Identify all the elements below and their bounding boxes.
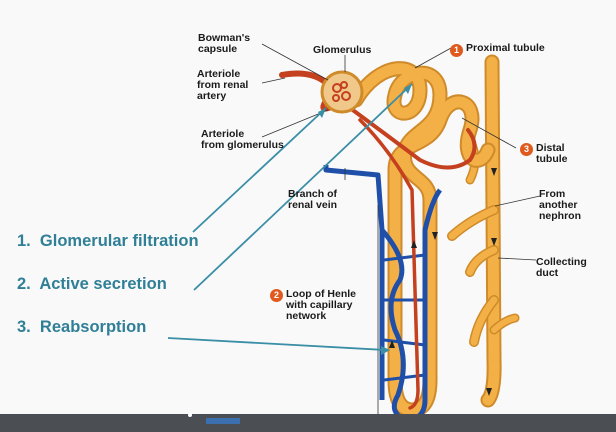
label-renal-vein-branch: Branch of renal vein (288, 188, 338, 211)
label-arteriole-glomerulus: Arteriole from glomerulus (201, 128, 284, 151)
step-pointer-arrowheads (318, 84, 412, 355)
step-active-secretion: 2. Active secretion (17, 275, 167, 293)
label-proximal-tubule: Proximal tubule (466, 42, 545, 54)
label-loop-of-henle: Loop of Henle with capillary network (286, 288, 356, 322)
tubule (348, 61, 496, 418)
step-reabsorption: 3. Reabsorption (17, 318, 147, 336)
badge-proximal: 1 (450, 44, 463, 57)
badge-distal: 3 (520, 143, 533, 156)
step-glomerular-filtration: 1. Glomerular filtration (17, 232, 199, 250)
step-pointer-lines (167, 83, 413, 351)
renal-vein (323, 165, 443, 423)
badge-loop: 2 (270, 289, 283, 302)
flow-arrows (389, 168, 497, 396)
leader-lines (261, 43, 541, 424)
label-glomerulus: Glomerulus (313, 44, 372, 56)
player-control-bar[interactable] (0, 414, 616, 432)
scrubber-handle[interactable] (188, 413, 192, 417)
collecting-duct (447, 54, 520, 408)
bowmans-capsule (320, 70, 364, 114)
label-distal-tubule: Distal tubule (536, 142, 568, 165)
label-bowmans-capsule: Bowman's capsule (198, 32, 251, 55)
progress-segment[interactable] (206, 418, 240, 424)
label-another-nephron: From another nephron (539, 188, 581, 222)
label-arteriole-renal-artery: Arteriole from renal artery (197, 68, 249, 102)
label-collecting-duct: Collecting duct (536, 256, 587, 279)
